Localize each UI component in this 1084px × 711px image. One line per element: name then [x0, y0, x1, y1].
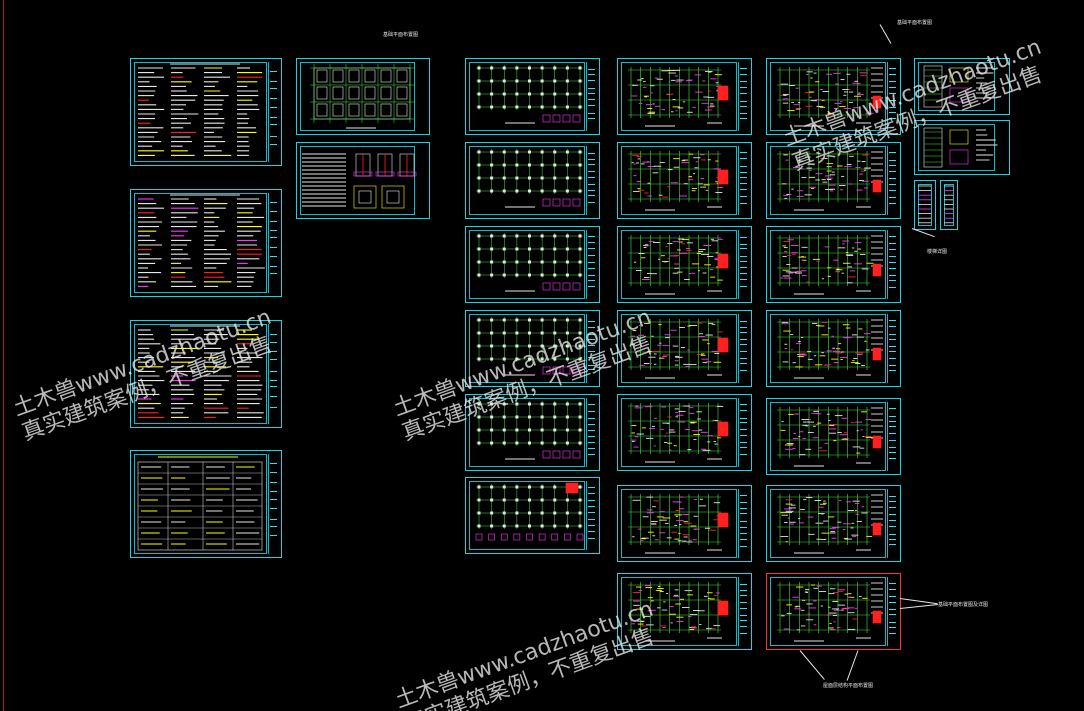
callout-label-2: 基础平面布置图 — [897, 20, 933, 26]
callout-label-1: 基础平面布置图 — [383, 32, 419, 38]
sheet-beam-plan-7[interactable] — [617, 573, 752, 650]
sheet-beam-plan-5[interactable] — [617, 394, 752, 471]
sheet-beam-plan-3[interactable] — [617, 226, 752, 303]
sheet-roof-plan-highlighted[interactable] — [766, 573, 901, 650]
model-space-left-boundary — [3, 0, 4, 711]
callout-label-5: 屋面层结构平面布置图 — [823, 683, 874, 689]
sheet-stair-section-2[interactable] — [940, 180, 958, 230]
sheet-beam-plan-4[interactable] — [617, 310, 752, 387]
sheet-slab-plan-5[interactable] — [766, 398, 901, 475]
sheet-stair-detail-1[interactable] — [914, 58, 1010, 115]
sheet-beam-plan-2[interactable] — [617, 142, 752, 219]
sheet-drawing-index-table[interactable] — [130, 450, 282, 558]
sheet-beam-plan-1[interactable] — [617, 58, 752, 135]
sheet-design-notes-1[interactable] — [130, 58, 282, 166]
sheet-design-notes-2[interactable] — [130, 189, 282, 297]
sheet-stair-section-1[interactable] — [914, 180, 936, 230]
callout-label-4: 基础平面布置图及详图 — [938, 602, 989, 608]
sheet-stair-detail-2[interactable] — [914, 120, 1010, 175]
callout-label-3: 楼梯详图 — [927, 249, 948, 255]
sheet-design-notes-3[interactable] — [130, 320, 282, 428]
sheet-pile-cap-layout[interactable] — [296, 58, 430, 135]
